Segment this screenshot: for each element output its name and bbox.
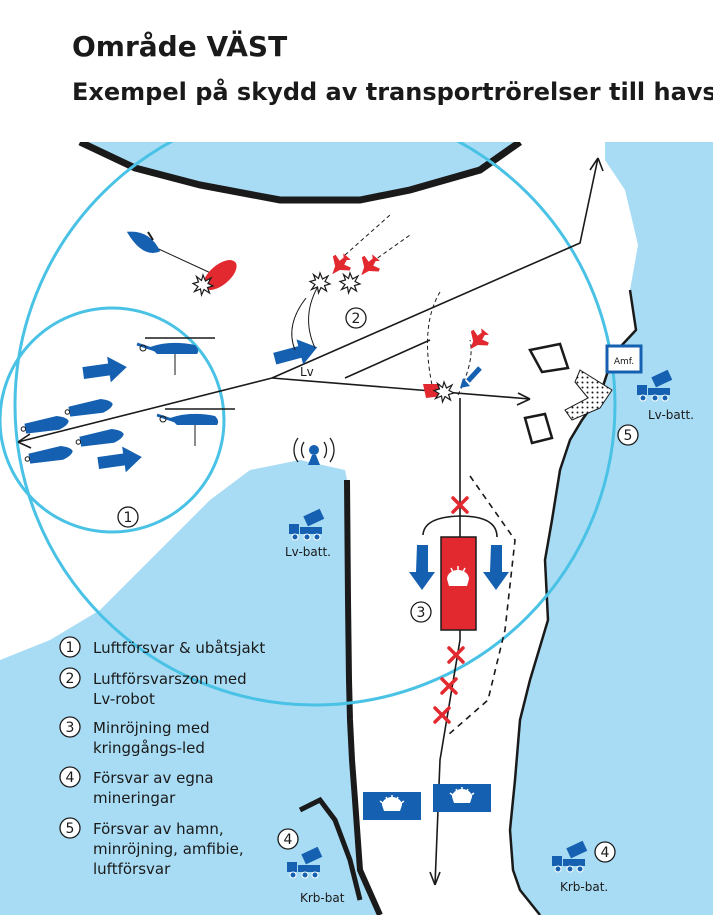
- svg-text:3: 3: [417, 605, 426, 621]
- svg-text:5: 5: [66, 821, 75, 837]
- zone-marker-1: 1: [117, 506, 139, 528]
- svg-text:kringgångs-led: kringgångs-led: [93, 739, 205, 757]
- svg-text:Försvar av hamn,: Försvar av hamn,: [93, 820, 224, 838]
- map-subtitle: Exempel på skydd av transportrörelser ti…: [72, 78, 713, 106]
- svg-text:1: 1: [66, 640, 75, 656]
- svg-text:Luftförsvar & ubåtsjakt: Luftförsvar & ubåtsjakt: [93, 639, 265, 657]
- lv-label: Lv: [300, 365, 314, 379]
- svg-text:2: 2: [352, 311, 361, 327]
- svg-text:minröjning, amfibie,: minröjning, amfibie,: [93, 840, 244, 858]
- svg-text:Försvar av egna: Försvar av egna: [93, 769, 214, 787]
- harbour-quay: [564, 369, 613, 421]
- lv-batt-east-label: Lv-batt.: [648, 408, 694, 422]
- zone-marker-2: 2: [345, 307, 367, 329]
- svg-text:Luftförsvarszon med: Luftförsvarszon med: [93, 670, 247, 688]
- krb-bat-west-label: Krb-bat: [300, 891, 345, 905]
- air-defence-engagement: [291, 214, 411, 351]
- svg-text:4: 4: [66, 770, 75, 786]
- own-minefield-1: [362, 791, 422, 821]
- legend-item-2: 2 Luftförsvarszon med Lv-robot: [59, 667, 247, 708]
- svg-text:5: 5: [624, 428, 633, 444]
- zone-marker-4-west: 4: [277, 828, 299, 850]
- submarine-hunt: [126, 231, 237, 296]
- radar-icon: [293, 437, 335, 465]
- island-b: [523, 412, 554, 445]
- helicopter-1: [136, 337, 215, 375]
- amf-label: Amf.: [614, 357, 634, 367]
- mines-cleared: [433, 496, 469, 724]
- svg-text:mineringar: mineringar: [93, 789, 176, 807]
- minesweeper-convoy: [409, 536, 509, 631]
- svg-text:2: 2: [66, 671, 75, 687]
- legend: 1 Luftförsvar & ubåtsjakt 2 Luftförsvars…: [59, 636, 265, 878]
- map-title: Område VÄST: [72, 30, 288, 63]
- island-a: [528, 342, 570, 374]
- svg-text:3: 3: [66, 720, 75, 736]
- svg-text:1: 1: [124, 510, 133, 526]
- air-defence-channel: [423, 291, 494, 403]
- own-minefield-2: [432, 783, 492, 813]
- lv-batt-west-label: Lv-batt.: [285, 545, 331, 559]
- zone-marker-3: 3: [410, 601, 432, 623]
- svg-text:Lv-robot: Lv-robot: [93, 690, 155, 708]
- helicopter-2: [156, 408, 235, 446]
- svg-text:4: 4: [601, 845, 610, 861]
- krb-bat-east-label: Krb-bat.: [560, 880, 608, 894]
- amphibious-unit: Amf.: [605, 344, 643, 374]
- coastline-north: [78, 142, 523, 204]
- svg-text:4: 4: [284, 832, 293, 848]
- legend-item-3: 3 Minröjning med kringgångs-led: [59, 716, 210, 757]
- zone-marker-5: 5: [617, 424, 639, 446]
- svg-text:luftförsvar: luftförsvar: [93, 860, 171, 878]
- legend-item-5: 5 Försvar av hamn, minröjning, amfibie, …: [59, 817, 244, 878]
- zone-2-circle: [13, 142, 617, 707]
- coastline-southwest: [298, 796, 363, 901]
- legend-item-1: 1 Luftförsvar & ubåtsjakt: [59, 636, 265, 658]
- zone-1-circle: [0, 306, 226, 534]
- coastline-west: [344, 479, 383, 915]
- zone-marker-4-east: 4: [594, 841, 616, 863]
- legend-item-4: 4 Försvar av egna mineringar: [59, 766, 214, 807]
- svg-text:Minröjning med: Minröjning med: [93, 719, 210, 737]
